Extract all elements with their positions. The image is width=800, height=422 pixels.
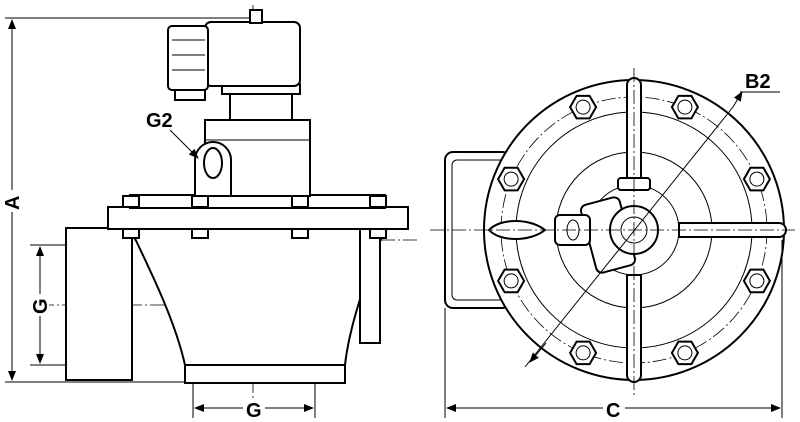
bolt-center (575, 99, 591, 115)
bolt-head-icon (568, 340, 598, 366)
side-view: G2 A G G (2, 5, 420, 422)
inlet-port (65, 227, 133, 381)
bolt-head-icon (496, 166, 526, 192)
bolt-head-icon (742, 166, 772, 192)
bolt-center (677, 345, 693, 361)
bolt-heads (496, 94, 772, 366)
bolt-head-icon (670, 94, 700, 120)
label-g-inlet: G (30, 298, 52, 314)
label-c: C (606, 400, 620, 422)
bolt-center (749, 171, 765, 187)
bolt-head-icon (568, 94, 598, 120)
top-view: B2 C (430, 68, 795, 422)
flange-bolts (122, 195, 387, 239)
label-a: A (2, 196, 24, 210)
label-g2: G2 (146, 110, 173, 132)
bolt-center (503, 273, 519, 289)
bolt-center (677, 99, 693, 115)
label-g-outlet: G (246, 400, 262, 422)
label-b2: B2 (745, 71, 771, 93)
solenoid-coil (204, 21, 301, 87)
bolt-head-icon (742, 268, 772, 294)
bolt-center (503, 171, 519, 187)
bolt-head-icon (670, 340, 700, 366)
flange (107, 206, 409, 230)
bolt-head-icon (496, 268, 526, 294)
bolt-center (749, 273, 765, 289)
bolt-center (575, 345, 591, 361)
